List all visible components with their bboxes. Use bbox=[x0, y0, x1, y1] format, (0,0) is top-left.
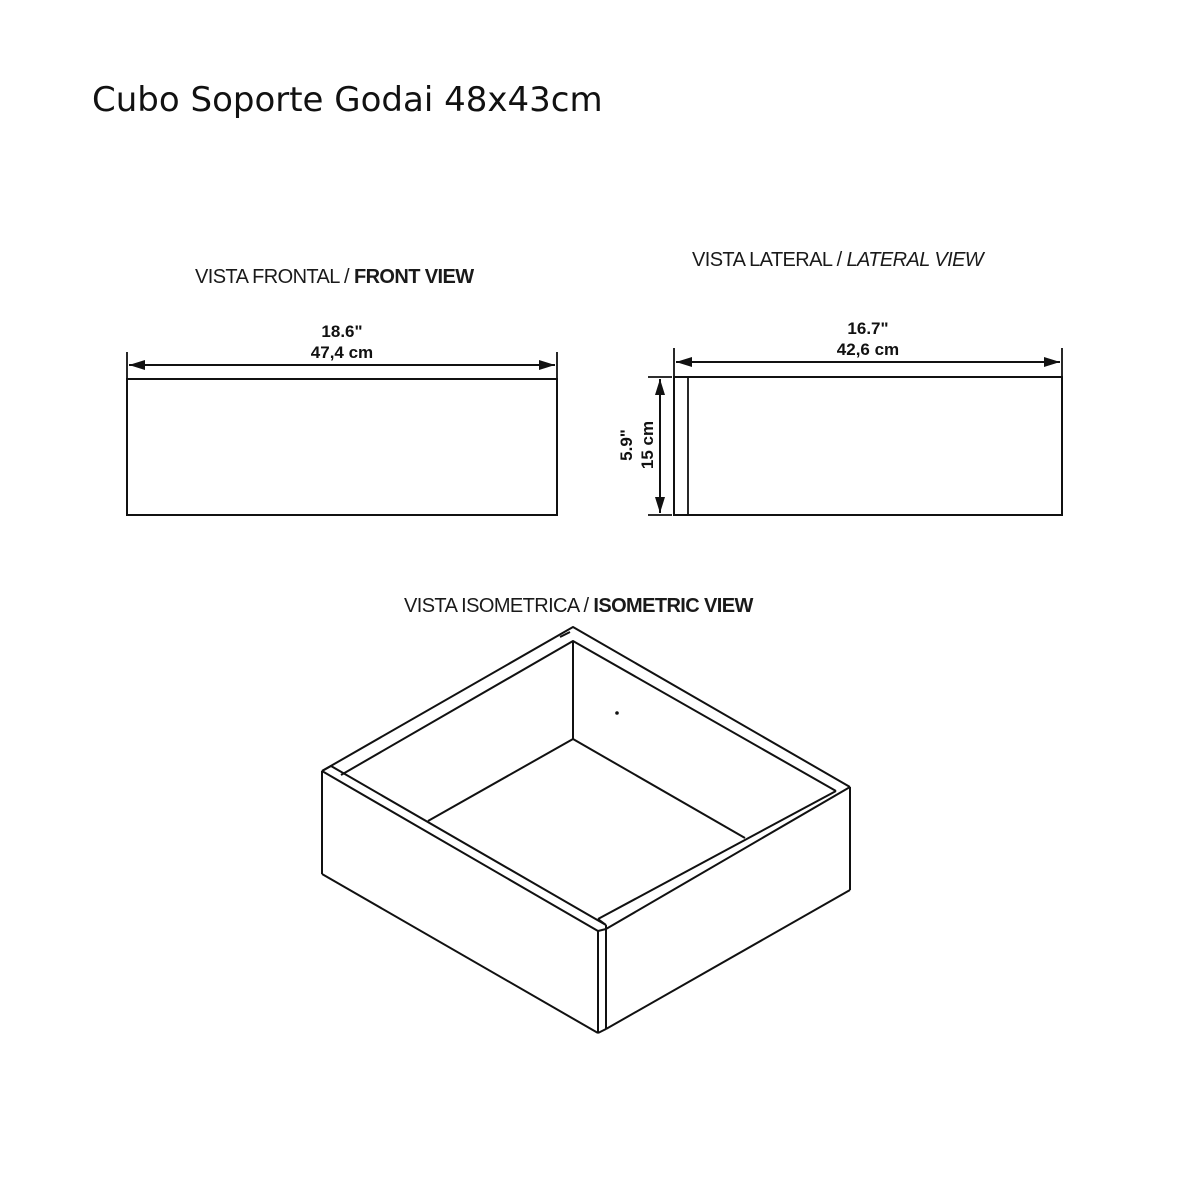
isometric-view-label-es: VISTA ISOMETRICA / bbox=[404, 595, 594, 617]
iso-apex-inner-joint bbox=[559, 631, 571, 638]
iso-left-front-top-outer bbox=[321, 770, 599, 932]
iso-inner-back-rim bbox=[340, 640, 837, 792]
front-width-inches: 18.6" bbox=[321, 322, 363, 341]
page-title: Cubo Soporte Godai 48x43cm bbox=[92, 80, 603, 120]
iso-front-corner-cap-3 bbox=[597, 928, 607, 932]
arrowhead-up-icon bbox=[655, 379, 665, 395]
front-width-cm: 47,4 cm bbox=[310, 343, 374, 362]
isometric-view-label-en: ISOMETRIC VIEW bbox=[593, 595, 753, 617]
isometric-view-drawing bbox=[321, 626, 851, 1034]
front-view-drawing bbox=[126, 352, 558, 516]
iso-bottom-front-joint bbox=[597, 1028, 607, 1034]
iso-left-corner-cap bbox=[321, 765, 332, 772]
iso-outer-back-rim bbox=[321, 626, 851, 788]
lateral-view-drawing bbox=[648, 348, 1063, 516]
front-view-rectangle bbox=[126, 378, 558, 516]
iso-floor-edge-right bbox=[572, 738, 746, 839]
front-view-label-es: VISTA FRONTAL / bbox=[195, 266, 354, 288]
arrowhead-down-icon bbox=[655, 497, 665, 513]
iso-right-front-top-outer bbox=[605, 786, 851, 930]
arrowhead-left-icon bbox=[129, 360, 145, 370]
iso-front-corner-cap bbox=[597, 918, 607, 926]
lateral-view-label-es: VISTA LATERAL / bbox=[692, 249, 847, 271]
front-view-label: VISTA FRONTAL / FRONT VIEW bbox=[195, 266, 474, 289]
iso-left-front-top-inner bbox=[330, 765, 607, 926]
lateral-depth-dimension: 16.7" 42,6 cm bbox=[818, 318, 918, 360]
iso-bottom-right-edge bbox=[605, 889, 851, 1030]
lateral-depth-cm: 42,6 cm bbox=[836, 340, 900, 359]
lateral-view-label-en: LATERAL VIEW bbox=[846, 249, 984, 271]
arrowhead-right-icon bbox=[539, 360, 555, 370]
iso-right-front-top-inner bbox=[597, 790, 837, 920]
iso-floor-edge-left bbox=[427, 738, 574, 822]
isometric-view-label: VISTA ISOMETRICA / ISOMETRIC VIEW bbox=[404, 595, 753, 618]
front-view-label-en: FRONT VIEW bbox=[353, 266, 474, 288]
arrowhead-left-icon bbox=[676, 357, 692, 367]
front-width-dimension: 18.6" 47,4 cm bbox=[292, 321, 392, 363]
lateral-view-label: VISTA LATERAL / LATERAL VIEW bbox=[692, 249, 984, 272]
lateral-view-rectangle bbox=[673, 376, 1063, 516]
arrowhead-right-icon bbox=[1044, 357, 1060, 367]
iso-hole-mark bbox=[615, 711, 619, 715]
iso-bottom-left-edge bbox=[321, 873, 599, 1034]
lateral-depth-inches: 16.7" bbox=[847, 319, 889, 338]
